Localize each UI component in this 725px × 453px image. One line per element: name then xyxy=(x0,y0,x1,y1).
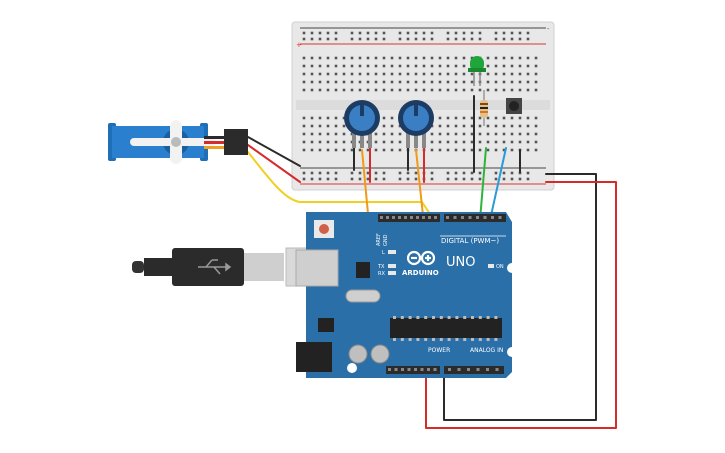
rail-minus-label: - xyxy=(547,25,550,33)
wire-led xyxy=(479,147,487,221)
on-label: ON xyxy=(496,264,504,270)
digital-pwm-label: DIGITAL (PWM~) xyxy=(441,237,499,245)
arduino-model: UNO xyxy=(446,255,475,270)
analog-header xyxy=(444,366,504,374)
arduino-brand: ARDUINO xyxy=(402,269,439,277)
microcontroller-chip xyxy=(390,318,502,338)
power-label: POWER xyxy=(428,347,450,354)
wire-servo-signal xyxy=(247,151,431,215)
potentiometer-2[interactable] xyxy=(398,100,434,148)
breadboard-holes xyxy=(302,31,538,181)
gnd-label: GND xyxy=(383,234,389,246)
usb-icon xyxy=(198,259,232,275)
arduino-uno: DIGITAL (PWM~) AREF GND L TX RX ARDUINO … xyxy=(295,212,517,378)
resistor[interactable] xyxy=(480,90,488,126)
push-button[interactable] xyxy=(506,98,522,114)
rail-plus-label: + xyxy=(296,41,302,49)
arduino-logo-icon xyxy=(406,250,436,266)
wire-button xyxy=(489,147,507,221)
analog-in-label: ANALOG IN xyxy=(470,347,503,354)
wire-ground-loop xyxy=(443,173,597,421)
servo-motor[interactable] xyxy=(108,120,248,164)
rx-label: RX xyxy=(378,271,385,277)
reset-button-knob[interactable] xyxy=(319,224,329,234)
digital-header-2 xyxy=(444,214,506,222)
power-jack xyxy=(296,342,332,372)
tx-label: TX xyxy=(377,264,385,270)
led-green[interactable] xyxy=(468,56,486,86)
led-l-label: L xyxy=(382,250,385,256)
digital-header-1 xyxy=(378,214,440,222)
aref-label: AREF xyxy=(376,233,382,246)
wire-servo-power xyxy=(247,144,301,183)
servo-connector xyxy=(224,129,248,155)
wire-power-loop xyxy=(425,181,617,429)
wire-servo-ground xyxy=(247,136,301,167)
potentiometer-1[interactable] xyxy=(344,100,380,148)
power-header xyxy=(386,366,440,374)
usb-socket xyxy=(295,249,339,287)
